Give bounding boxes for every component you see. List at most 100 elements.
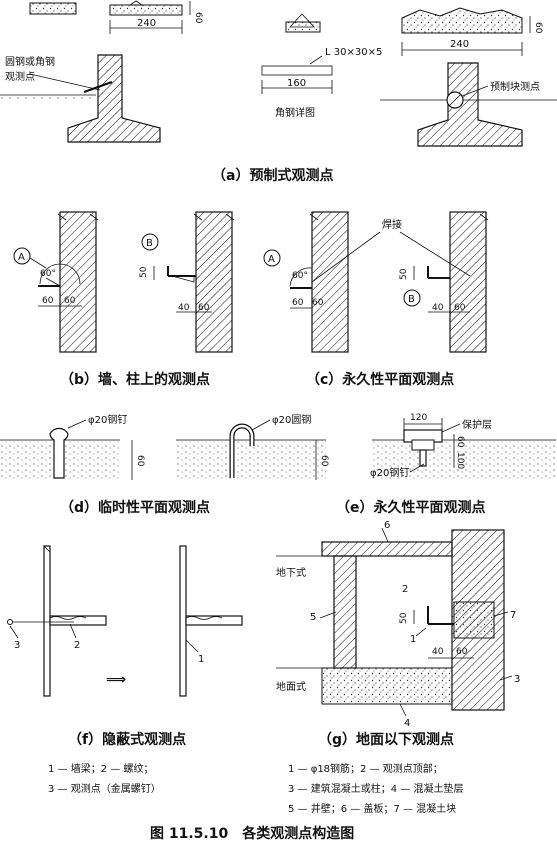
g-num-7: 7: [510, 610, 516, 621]
panel-a: 60 240 圆钢或角钢 观测点 L 30×30×5 160 角钢详图 60 2…: [0, 0, 557, 184]
c-d60c: 60: [454, 303, 466, 313]
weld-label: 焊接: [382, 218, 402, 231]
g-underground: 地下式: [276, 566, 306, 579]
foundation-right: [417, 62, 523, 147]
wall-f-right: [179, 545, 187, 697]
e-dim-120: 120: [410, 413, 427, 423]
caption-d: （d）临时性平面观测点: [60, 499, 210, 516]
e-nail: [419, 449, 427, 467]
g-num-1: 1: [410, 634, 416, 645]
g-legend-1: 1 — φ18钢筋；2 — 观测点顶部；: [288, 762, 443, 775]
g-num-5: 5: [310, 612, 316, 623]
g-legend-3: 5 — 井壁；6 — 盖板；7 — 混凝土块: [288, 802, 456, 815]
f-legend-2: 3 — 观测点（金属螺钉）: [48, 782, 161, 795]
steel-nail: [49, 427, 69, 479]
wall-f-left: [43, 545, 51, 697]
wall-b-right: [195, 211, 233, 353]
g-ground: 地面式: [276, 680, 306, 693]
caption-g: （g）地面以下观测点: [318, 731, 454, 748]
wall-c-left: [311, 211, 349, 353]
dim-60-left: 60: [193, 12, 203, 24]
wall-c-right: [449, 211, 487, 353]
caption-c: （c）永久性平面观测点: [306, 371, 454, 388]
e-dim-60: 60: [455, 436, 465, 448]
b-d50: 50: [139, 266, 149, 278]
caption-e: （e）永久性平面观测点: [336, 499, 486, 516]
marker-a-c: [263, 249, 281, 267]
figure-caption: 图 11.5.10 各类观测点构造图: [150, 825, 354, 842]
caption-f: （f）隐蔽式观测点: [68, 731, 186, 748]
marker-b-b-label: B: [146, 238, 153, 249]
marker-b-c: [403, 289, 421, 307]
precast-block-right: [401, 7, 523, 34]
c-d40: 40: [432, 303, 444, 313]
label-e-cover: 保护层: [462, 418, 492, 431]
label-steel: 圆钢或角钢: [5, 55, 55, 68]
g-d60: 60: [456, 647, 468, 657]
e-dim-100: 100: [455, 452, 465, 469]
c-d60b: 60: [312, 298, 324, 308]
dim-60-right: 60: [533, 22, 543, 34]
g-num-3: 3: [514, 674, 520, 685]
g-legend-2: 3 — 建筑混凝土或柱；4 — 混凝土垫层: [288, 782, 463, 795]
marker-a-c-label: A: [268, 254, 275, 265]
panel-c: 焊接 60° A 60 60 50 B 40 60 （c）永久性平面观测点: [263, 211, 489, 388]
precast-block-240: [109, 4, 183, 16]
angle-spec: L 30×30×5: [325, 47, 382, 58]
precast-block-mid: [285, 21, 321, 33]
dim-160: 160: [287, 78, 306, 89]
f-num-1: 1: [198, 654, 204, 665]
well-wall: [333, 555, 357, 669]
b-d40: 40: [178, 303, 190, 313]
precast-block-small: [29, 2, 77, 15]
wall-b-left: [59, 211, 97, 353]
marker-a-b-label: A: [18, 252, 25, 263]
dim-240-right: 240: [450, 39, 469, 50]
b-d60b: 60: [64, 296, 76, 306]
caption-b: （b）墙、柱上的观测点: [60, 371, 210, 388]
g-num-2: 2: [402, 584, 408, 595]
b-angle-60: 60°: [40, 269, 56, 279]
angle-caption: 角钢详图: [275, 106, 315, 119]
label-d-rod: φ20圆钢: [272, 413, 311, 426]
g-num-6: 6: [384, 520, 390, 531]
marker-b-b: [141, 233, 159, 251]
label-e-nail: φ20钢钉: [370, 466, 409, 479]
panel-f: 3 2 ⟹ 1 （f）隐蔽式观测点 1 — 墙梁；2 — 螺纹； 3 — 观测点…: [7, 545, 243, 795]
caption-a: （a）预制式观测点: [212, 167, 333, 184]
b-d60a: 60: [42, 296, 54, 306]
dim-240-left: 240: [137, 18, 156, 29]
ground-e: [372, 440, 556, 480]
c-angle-60: 60°: [292, 271, 308, 281]
c-d50: 50: [399, 268, 409, 280]
panel-e: 120 保护层 60 100 φ20钢钉 （e）永久性平面观测点: [336, 413, 556, 516]
f-num-2: 2: [74, 640, 80, 651]
concrete-block: [453, 601, 495, 639]
f-num-3: 3: [14, 640, 20, 651]
f-arrow: ⟹: [106, 672, 126, 688]
label-d-nail: φ20钢钉: [88, 413, 127, 426]
g-num-4: 4: [404, 718, 410, 729]
marker-a-b: [13, 247, 31, 265]
label-point: 观测点: [5, 70, 35, 83]
panel-b: 60° A 60 60 B 50 40 60 （b）墙、柱上的观测点: [13, 211, 235, 388]
foundation-left: [67, 54, 161, 143]
panel-d: φ20钢钉 60 φ20圆钢 60 （d）临时性平面观测点: [0, 413, 329, 516]
marker-b-c-label: B: [408, 294, 415, 305]
d-dim2: 60: [319, 455, 329, 467]
concrete-pad: [321, 667, 453, 705]
c-d60a: 60: [292, 298, 304, 308]
steel-point: [83, 81, 113, 93]
d-dim1: 60: [135, 455, 145, 467]
g-d40: 40: [432, 647, 444, 657]
g-d50: 50: [399, 612, 409, 624]
beam-f-left: [49, 615, 107, 626]
beam-f-right: [185, 615, 243, 626]
ground-d-right: [176, 440, 326, 480]
label-precast: 预制块测点: [490, 80, 540, 93]
b-d60c: 60: [198, 303, 210, 313]
angle-steel: [261, 65, 333, 76]
cover-plate: [321, 541, 453, 557]
f-legend-1: 1 — 墙梁；2 — 螺纹；: [48, 762, 153, 775]
